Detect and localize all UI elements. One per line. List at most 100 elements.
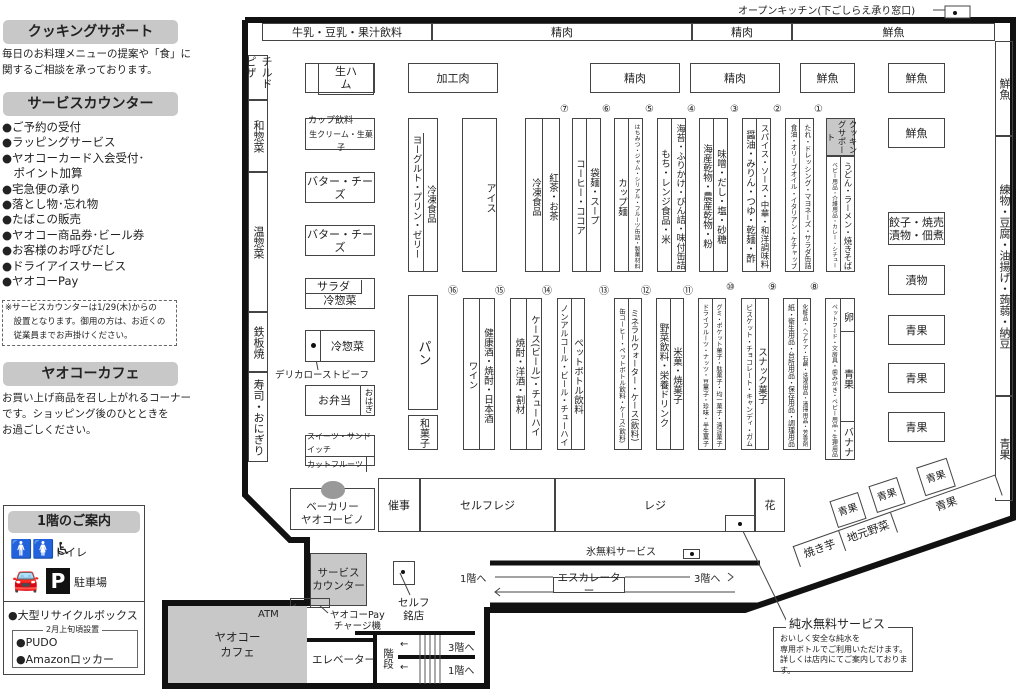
shelf-label: ビスケット・チョコレート・キャンディ・ガム: [744, 304, 753, 447]
shelf-label: ドライフルーツ・ナッツ・豆菓子・珍味・半生菓子: [701, 304, 709, 447]
checkout[interactable]: レジ: [555, 478, 755, 532]
desc-line: お買い上げ商品を召し上がれるコーナー: [2, 392, 191, 404]
aisle-number: ④: [687, 104, 696, 115]
info-line: 詳しくは店内にてご案内しております。: [780, 655, 908, 675]
toilet-label: トイレ: [54, 546, 87, 559]
cooking-support-header: クッキングサポート: [3, 20, 178, 44]
aisle-shelf: 焼酎・洋酒・割材ケース(ビール)・チューハイ: [510, 298, 542, 450]
dept-chilled-pizza: チルドピザ: [244, 55, 273, 100]
ohagi-label: おはぎ: [360, 386, 374, 415]
car-icon: 🚘: [12, 569, 40, 594]
aisle-number: ⑯: [448, 286, 458, 297]
self-checkout[interactable]: セルフレジ: [420, 478, 555, 532]
shelf-label: もち・レンジ食品・米: [659, 149, 670, 244]
aisle-shelf: 缶コーヒー・ペットボトル飲料・ケース(飲料)ミネラルウォーター・ケース(飲料): [614, 298, 642, 450]
shelf-label: うどん・ラーメン・焼きそば: [840, 157, 854, 271]
pure-water-info: 純水無料サービス おいしく安全な純水を専用ボトルでご利用いただけます。詳しくは店…: [773, 618, 913, 675]
stairs[interactable]: 階段: [382, 648, 394, 669]
service-item: ●ご予約の受付: [2, 120, 82, 134]
shelf-label: ケース(ビール)・チューハイ: [525, 299, 542, 449]
shelf-label: 紙・衛生用品・台所用品・保存用品・調理用品: [786, 304, 795, 447]
label: カウンター: [312, 579, 365, 592]
aisle-shelf: コーヒー・ココア袋麺・スープ: [572, 118, 601, 272]
water-machine: [725, 515, 755, 532]
shelf-label: たれ・ドレッシング・マヨネーズ・サラダ缶詰: [799, 119, 813, 271]
shelf-butter-cheese: バター・チーズ: [305, 172, 375, 203]
shelf-label: 食油・オリーブオイル・イタリアン・ケチャップ: [789, 123, 797, 270]
amazon-locker: ●Amazonロッカー: [16, 653, 115, 666]
desc-line: 関するご相談を承っております。: [2, 64, 158, 76]
shelf-label: 化粧品・ヘアケア・石鹸・洗濯用品・清掃用品・芳香剤: [796, 299, 811, 449]
shelf-label: ノンアルコール・ビール・チューハイ: [559, 304, 570, 447]
dot-icon: [311, 343, 316, 348]
note-line: 従業員までお声掛けください。: [5, 331, 133, 341]
label: 銘店: [403, 610, 425, 622]
desc-line: です。ショッピング後のひとときを: [2, 408, 169, 420]
banana-label: バナナ: [841, 426, 853, 457]
label: カップ飲料: [308, 115, 354, 126]
produce-label: 青果: [840, 332, 854, 422]
shelf-meat: 精肉: [590, 63, 680, 93]
label: 冷凍食品: [422, 133, 438, 271]
install-note: 2月上旬頃設置: [43, 624, 103, 635]
info-line: おいしく安全な純水を: [780, 634, 860, 643]
label: 生ハム: [318, 64, 374, 95]
install-box: 2月上旬頃設置 ●PUDO ●Amazonロッカー: [12, 624, 138, 668]
aisle-shelf: 醤油・みりん・つゆ・乾麺・酢スパイス・ソース・中華・和洋調味料: [742, 118, 771, 272]
escalator-to-1f: 1階へ: [460, 574, 487, 585]
shelf-salad: サラダ冷惣菜: [305, 278, 375, 309]
label: 生クリーム・生菓子: [309, 129, 373, 152]
stairs-to-1f: 1階へ: [448, 666, 475, 677]
shelf-label: ベビー用品・介護用品・カレー・シチュー: [831, 162, 837, 269]
aisle-shelf: ノンアルコール・ビール・チューハイペットボトル飲料: [557, 298, 585, 450]
floor-guide: 1階のご案内 🚹🚺♿ トイレ 🚘 P 駐車場 ●大型リサイクルボックス 2月上旬…: [3, 505, 145, 675]
elevator[interactable]: エレベーター: [312, 654, 375, 666]
ice-machine: [683, 549, 700, 559]
arrow-left-icon: ←: [400, 639, 409, 650]
shelf-label: カップ麺: [616, 177, 627, 216]
label: 冷惣菜: [331, 339, 364, 353]
divider: [4, 601, 144, 602]
atm-label: ATM: [258, 609, 279, 620]
desc-line: お過ごしください。: [2, 424, 97, 436]
label: ヤオコーPay: [330, 610, 385, 621]
shelf-label: 米菓・焼菓子: [669, 299, 684, 449]
service-item: ●ラッピングサービス: [2, 135, 116, 150]
aisle-number: ⑨: [768, 282, 777, 293]
shelf-sweets: スイーツ・サンドイッチカットフルーツ: [305, 432, 375, 472]
aisle-number: ⑤: [645, 104, 654, 115]
cooking-support-booth[interactable]: クッキングサポート: [825, 118, 857, 156]
label: 漬物・佃煮: [889, 228, 944, 242]
shelf-produce: 青果: [888, 363, 945, 393]
service-item: ポイント加算: [2, 166, 83, 181]
dept-meat: 精肉: [692, 23, 792, 41]
aisle-number: ⑥: [602, 104, 611, 115]
service-item: ●ヤオコーカード入会受付･: [2, 150, 145, 165]
shelf-label: ワイン: [466, 361, 478, 390]
dept-tofu: 練物・豆腐・油揚げ・蒟蒻・納豆: [995, 136, 1013, 396]
shelf-label: 健康酒・焼酎・日本酒: [478, 299, 495, 449]
parking-icon: P: [46, 568, 70, 594]
service-counter[interactable]: サービスカウンター: [310, 553, 367, 606]
service-counter-header: サービスカウンター: [3, 92, 178, 116]
dept-fish: 鮮魚: [995, 41, 1013, 136]
aisle-number: ⑮: [495, 286, 505, 297]
service-list: ●ご予約の受付●ラッピングサービス●ヤオコーカード入会受付･ ポイント加算●宅急…: [2, 120, 144, 289]
stairs-to-3f: 3階へ: [448, 643, 475, 654]
shelf-label: はちみつ・ジャム・シリアル・フルーツ缶詰・製菓材料: [628, 119, 642, 271]
label: 紅茶・お茶: [542, 119, 559, 271]
label: ヤオコー: [214, 629, 261, 644]
shelf-label: スパイス・ソース・中華・和洋調味料: [756, 119, 770, 271]
escalator[interactable]: エスカレーター: [553, 572, 625, 597]
free-ice-label: 氷無料サービス: [586, 547, 656, 558]
dept-produce: 青果: [995, 396, 1013, 501]
label: チャージ機: [333, 621, 381, 632]
label: サービス: [317, 566, 360, 579]
aisle-shelf: ベビー用品・介護用品・カレー・シチューうどん・ラーメン・焼きそば: [826, 156, 855, 272]
service-item: ●宅急便の承り: [2, 181, 82, 196]
escalator-to-3f: 3階へ: [694, 574, 721, 585]
bakery-logo-icon: [321, 481, 345, 499]
aisle-shelf: 紙・衛生用品・台所用品・保存用品・調理用品化粧品・ヘアケア・石鹸・洗濯用品・清掃…: [783, 298, 811, 450]
label: 冷惣菜: [323, 294, 357, 307]
